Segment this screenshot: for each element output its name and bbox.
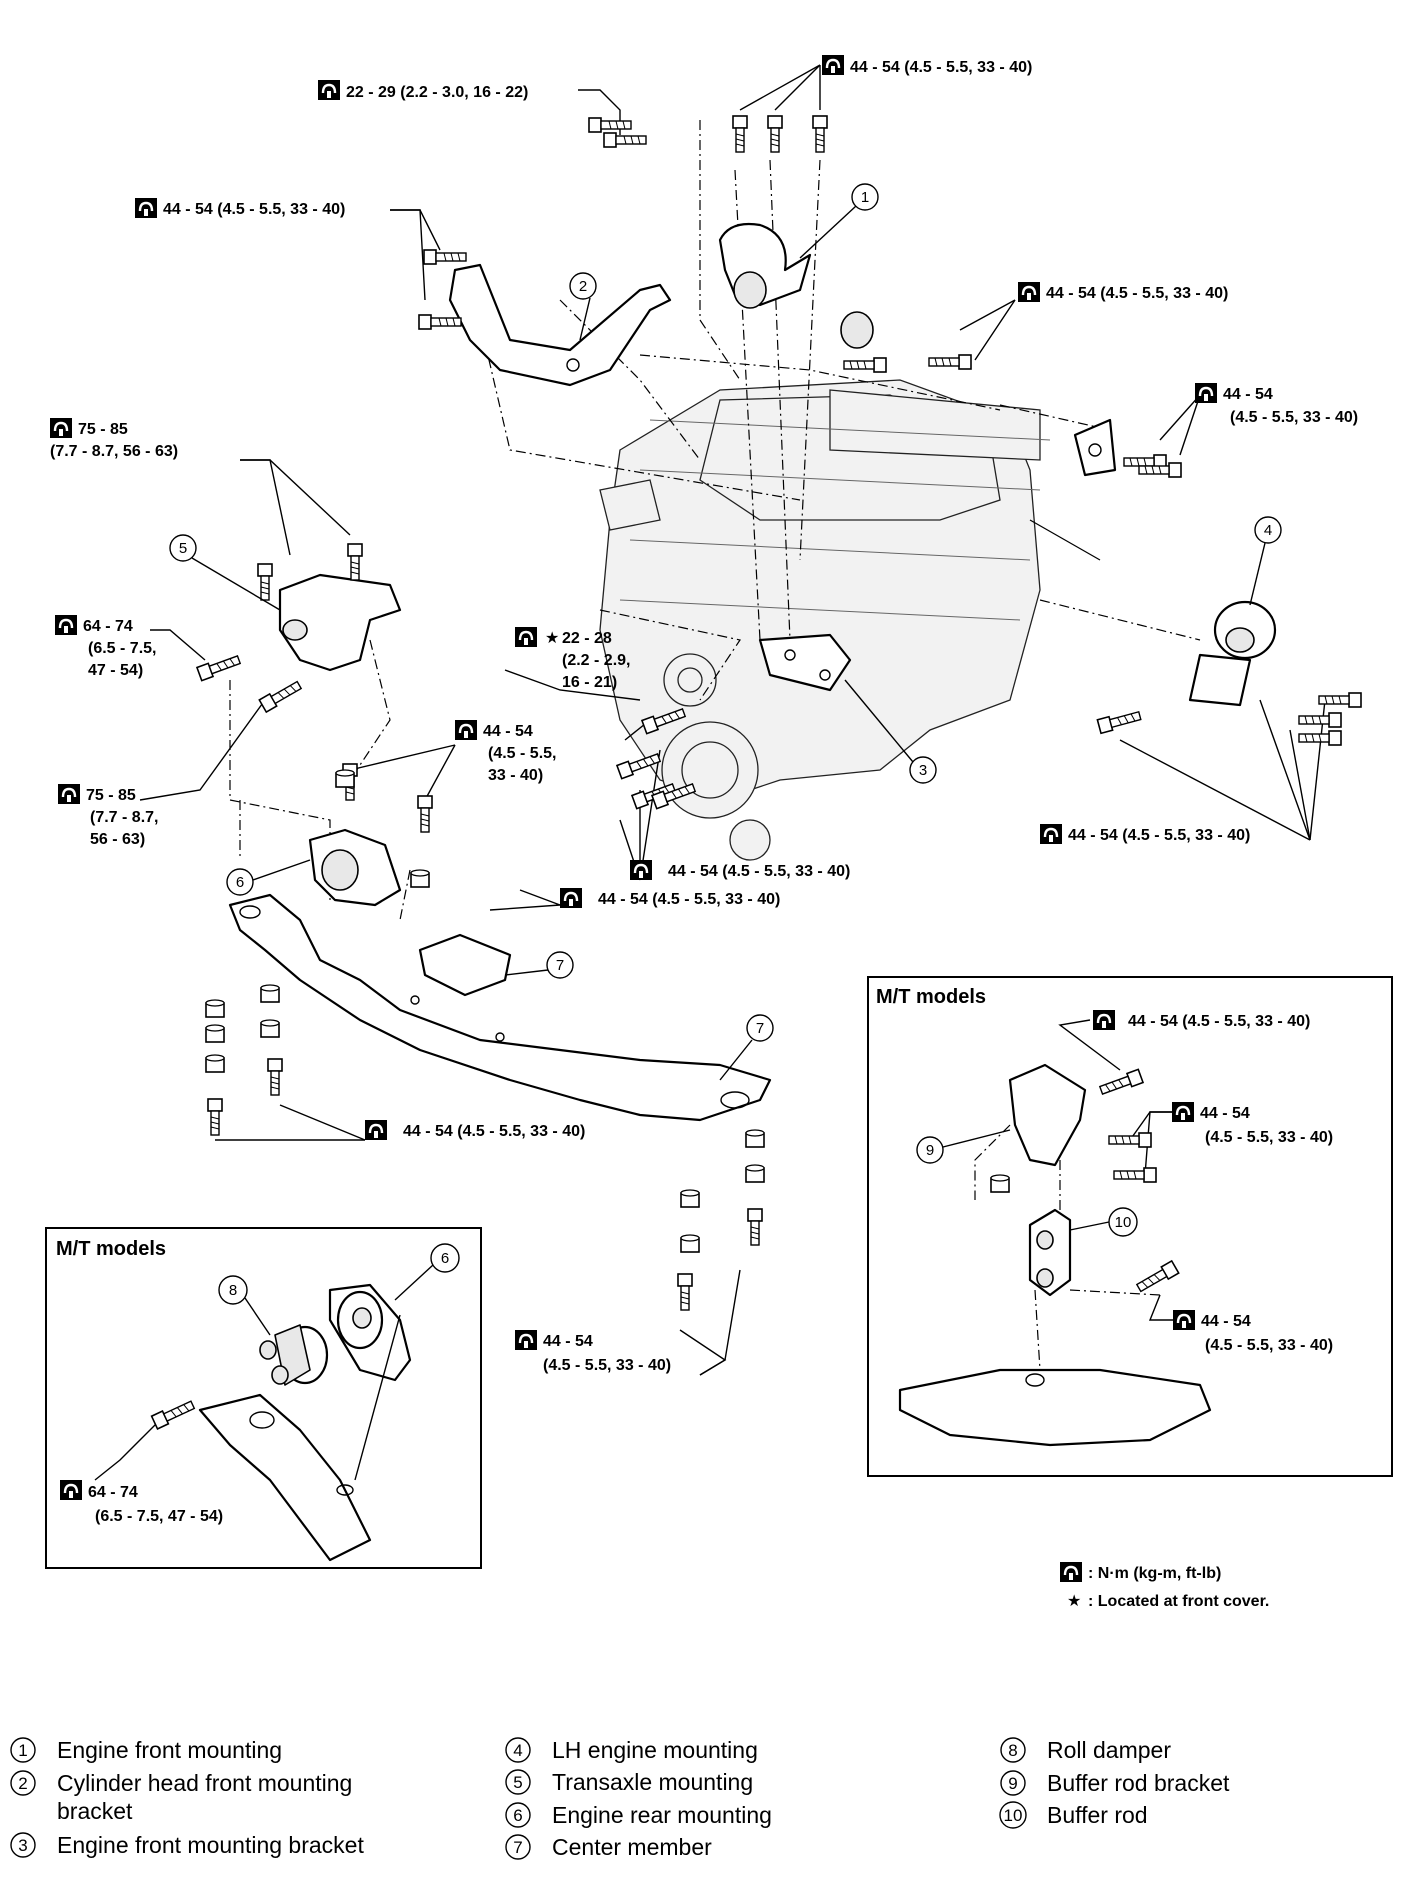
legend-col-2: 4 LH engine mounting 5 Transaxle mountin…	[505, 1737, 772, 1860]
callout-text: (4.5 - 5.5, 33 - 40)	[543, 1357, 671, 1374]
part-number: 7	[556, 957, 564, 974]
callout-text: 75 - 85	[78, 421, 128, 438]
front-washer	[840, 311, 874, 349]
lh-engine-mounting	[1188, 600, 1277, 707]
units-key: : N·m (kg-m, ft-lb)	[1088, 1565, 1221, 1582]
legend-num: 9	[1008, 1774, 1017, 1793]
callout-text: 64 - 74	[88, 1484, 138, 1501]
callout-text: 56 - 63)	[90, 831, 145, 848]
part-number: 9	[926, 1142, 934, 1159]
legend-text: Buffer rod	[1047, 1802, 1148, 1828]
callout-text: (4.5 - 5.5,	[488, 745, 556, 762]
callout-text: 44 - 54 (4.5 - 5.5, 33 - 40)	[668, 863, 850, 880]
legend-num: 3	[18, 1836, 27, 1855]
legend-text: Buffer rod bracket	[1047, 1770, 1230, 1796]
callout-text: 47 - 54)	[88, 662, 143, 679]
callout-text: 44 - 54 (4.5 - 5.5, 33 - 40)	[1128, 1013, 1310, 1030]
torque-callouts: 44 - 54 (4.5 - 5.5, 33 - 40) 22 - 29 (2.…	[48, 53, 1358, 1374]
callout-text: 44 - 54	[543, 1333, 593, 1350]
part-number-callouts: 1 2 3 4 5 6 7 7	[169, 183, 1282, 1081]
engine-rear-mounting	[308, 828, 402, 907]
part-number: 8	[229, 1282, 237, 1299]
callout-text: 75 - 85	[86, 787, 136, 804]
callout-text: 44 - 54 (4.5 - 5.5, 33 - 40)	[850, 59, 1032, 76]
legend-num: 1	[18, 1741, 27, 1760]
legend-text: Roll damper	[1047, 1737, 1171, 1763]
legend-num: 10	[1004, 1806, 1023, 1825]
callout-text: 22 - 28	[562, 630, 612, 647]
inset-title: M/T models	[56, 1238, 166, 1260]
star-symbol: ★	[545, 630, 559, 647]
callout-text: 44 - 54 (4.5 - 5.5, 33 - 40)	[163, 201, 345, 218]
legend-num: 2	[18, 1774, 27, 1793]
star-symbol: ★	[1067, 1593, 1081, 1610]
part-number: 5	[179, 540, 187, 557]
inset-mt-models-right: M/T models 44 - 54 (4.5 - 5.5, 33 - 40) …	[867, 976, 1393, 1477]
callout-text: (6.5 - 7.5, 47 - 54)	[95, 1508, 223, 1525]
transaxle-mounting	[278, 573, 402, 672]
legend-num: 6	[513, 1806, 522, 1825]
symbol-key: : N·m (kg-m, ft-lb) ★ : Located at front…	[1058, 1560, 1269, 1610]
part-number: 6	[236, 874, 244, 891]
part-number: 4	[1264, 522, 1272, 539]
callout-text: (2.2 - 2.9,	[562, 652, 630, 669]
legend-num: 5	[513, 1773, 522, 1792]
callout-text: 44 - 54 (4.5 - 5.5, 33 - 40)	[403, 1123, 585, 1140]
cylinder-head-front-mounting-bracket	[448, 263, 672, 387]
legend-text: Center member	[552, 1834, 712, 1860]
legend-col-3: 8 Roll damper 9 Buffer rod bracket 10 Bu…	[999, 1737, 1230, 1829]
parts-legend: 1 Engine front mounting 2 Cylinder head …	[10, 1737, 1230, 1860]
legend-num: 8	[1008, 1741, 1017, 1760]
callout-text: (6.5 - 7.5,	[88, 640, 156, 657]
callout-text: 22 - 29 (2.2 - 3.0, 16 - 22)	[346, 84, 528, 101]
legend-col-1: 1 Engine front mounting 2 Cylinder head …	[10, 1737, 364, 1858]
callout-text: 44 - 54 (4.5 - 5.5, 33 - 40)	[598, 891, 780, 908]
callout-text: 44 - 54	[1223, 386, 1273, 403]
callout-text: 44 - 54 (4.5 - 5.5, 33 - 40)	[1046, 285, 1228, 302]
callout-text: 33 - 40)	[488, 767, 543, 784]
center-member-upper-pad	[418, 933, 512, 997]
legend-text: Cylinder head front mounting	[57, 1770, 352, 1796]
legend-text: bracket	[57, 1798, 133, 1824]
legend-text: Engine rear mounting	[552, 1802, 772, 1828]
center-member	[228, 893, 772, 1122]
callout-text: (7.7 - 8.7, 56 - 63)	[50, 443, 178, 460]
callout-text: 44 - 54	[1200, 1105, 1250, 1122]
callout-text: 44 - 54	[1201, 1313, 1251, 1330]
callout-text: (4.5 - 5.5, 33 - 40)	[1205, 1129, 1333, 1146]
front-right-bracket	[1073, 418, 1117, 477]
part-number: 2	[579, 278, 587, 295]
callout-text: 64 - 74	[83, 618, 133, 635]
engine-block	[599, 379, 1101, 861]
engine-front-mounting	[718, 222, 812, 309]
star-note: : Located at front cover.	[1088, 1593, 1269, 1610]
callout-text: (7.7 - 8.7,	[90, 809, 158, 826]
part-number: 1	[861, 189, 869, 206]
callout-text: 44 - 54 (4.5 - 5.5, 33 - 40)	[1068, 827, 1250, 844]
callout-text: (4.5 - 5.5, 33 - 40)	[1230, 409, 1358, 426]
legend-text: Engine front mounting	[57, 1737, 282, 1763]
part-number: 3	[919, 762, 927, 779]
part-number: 6	[441, 1250, 449, 1267]
legend-num: 4	[513, 1741, 522, 1760]
engine-front-mounting-bracket	[758, 633, 852, 692]
callout-text: (4.5 - 5.5, 33 - 40)	[1205, 1337, 1333, 1354]
callout-text: 44 - 54	[483, 723, 533, 740]
legend-text: Engine front mounting bracket	[57, 1832, 364, 1858]
legend-text: LH engine mounting	[552, 1737, 758, 1763]
inset-mt-models-left: M/T models 64 - 74 (6.5 - 7.5, 47 - 54) …	[45, 1227, 482, 1569]
part-number: 10	[1115, 1214, 1132, 1231]
callout-text: 16 - 21)	[562, 674, 617, 691]
part-number: 7	[756, 1020, 764, 1037]
inset-title: M/T models	[876, 986, 986, 1008]
legend-text: Transaxle mounting	[552, 1769, 753, 1795]
legend-num: 7	[513, 1838, 522, 1857]
